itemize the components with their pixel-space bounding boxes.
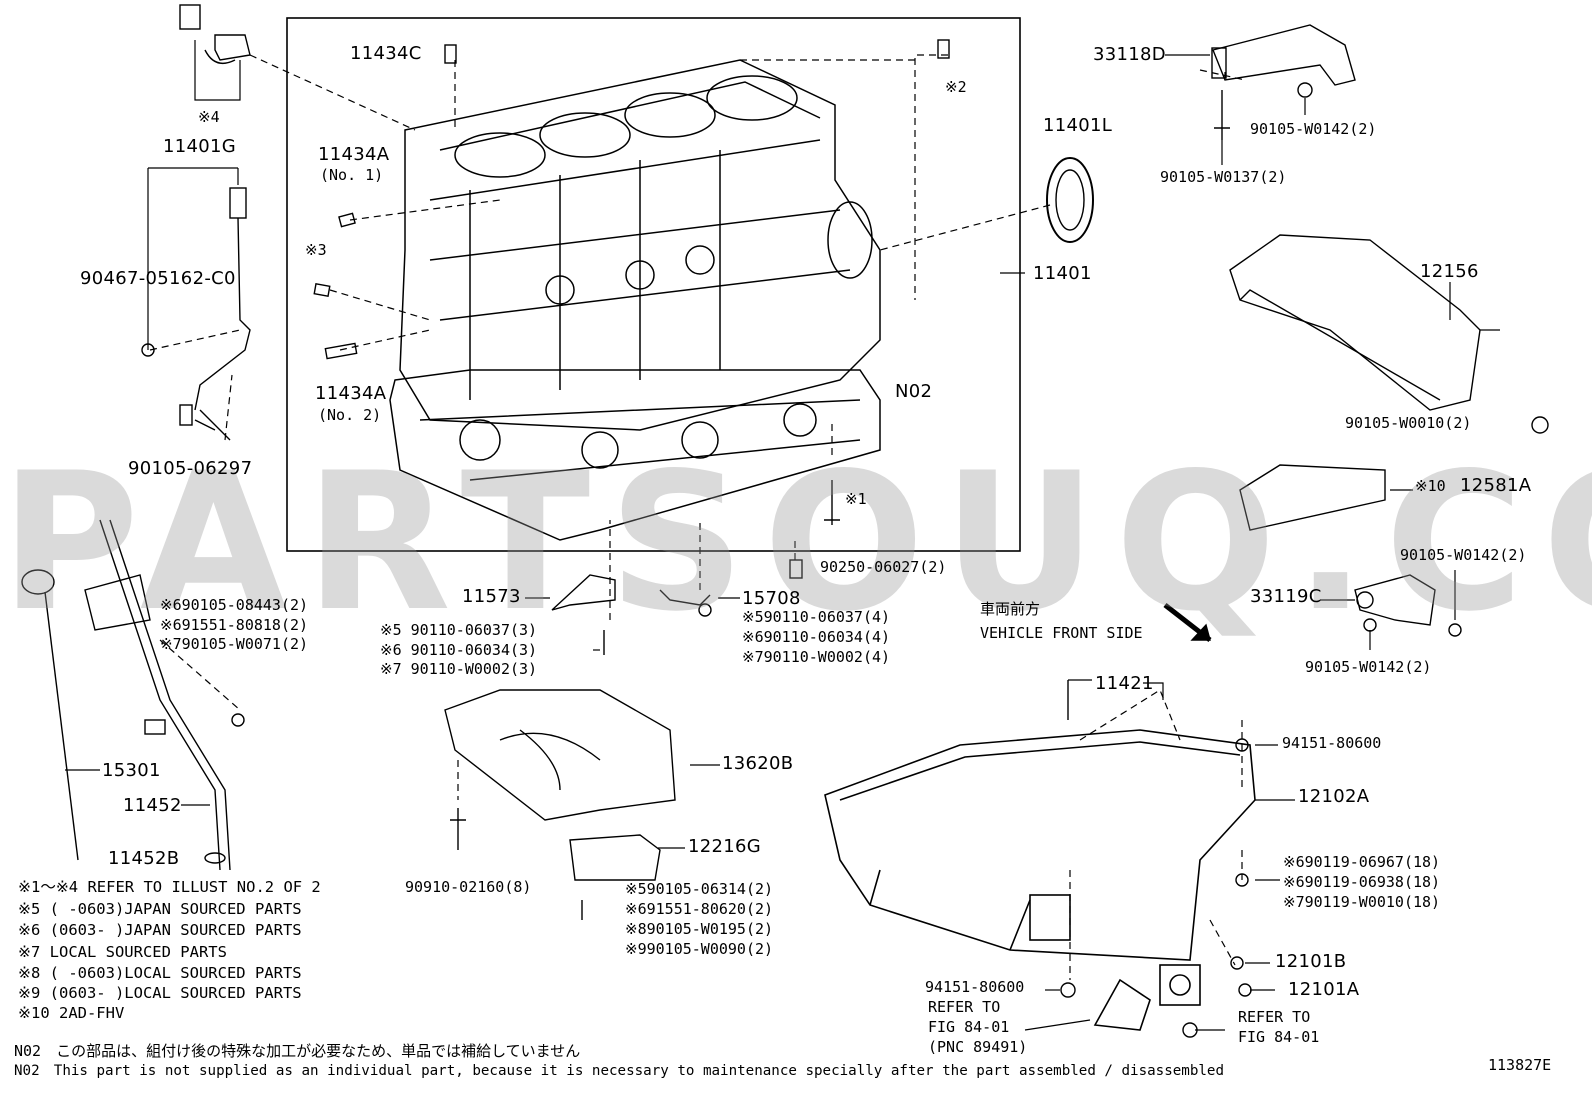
label-11573[interactable]: 11573 <box>462 586 521 607</box>
footer-note-jp: N02 この部品は、組付け後の特殊な加工が必要なため、単品では補給していません <box>14 1042 581 1060</box>
note-3: ※6 (0603- )JAPAN SOURCED PARTS <box>18 921 302 939</box>
note-1: ※1～※4 REFER TO ILLUST NO.2 OF 2 <box>18 878 321 896</box>
bolt-12216G-option-5[interactable]: ※590105-06314(2) <box>625 880 774 898</box>
oil-seal-11401L <box>1046 157 1094 243</box>
label-90105-W0142-b[interactable]: 90105-W0142(2) <box>1400 546 1527 564</box>
insulator-12581A-drawing <box>1239 464 1386 531</box>
refer-fig-84-01-b-line2[interactable]: FIG 84-01 <box>1238 1028 1320 1046</box>
refer-fig-84-01-a-line2[interactable]: FIG 84-01 <box>928 1018 1010 1036</box>
label-11421[interactable]: 11421 <box>1095 673 1154 694</box>
label-11434A-no2[interactable]: 11434A <box>315 383 387 404</box>
label-90105-W0010[interactable]: 90105-W0010(2) <box>1345 414 1472 432</box>
label-12581A[interactable]: 12581A <box>1460 475 1532 496</box>
bolt-15301-option-6a[interactable]: ※690105-08443(2) <box>160 596 309 614</box>
bolt-12216G-option-9[interactable]: ※990105-W0090(2) <box>625 940 774 958</box>
vehicle-front-en: VEHICLE FRONT SIDE <box>980 624 1143 642</box>
ref-note-2: ※2 <box>945 78 967 96</box>
refer-fig-84-01-a-line1: REFER TO <box>928 998 1001 1016</box>
bolt-11573-option-6[interactable]: ※6 90110-06034(3) <box>380 641 538 659</box>
bracket-33119C-drawing <box>1354 574 1462 637</box>
refer-fig-84-01-a-line3: (PNC 89491) <box>928 1038 1028 1056</box>
bolt-15708-option-5[interactable]: ※590110-06037(4) <box>742 608 891 626</box>
bolt-11573-option-5[interactable]: ※5 90110-06037(3) <box>380 621 538 639</box>
label-11401G[interactable]: 11401G <box>163 136 237 157</box>
note-5: ※8 ( -0603)LOCAL SOURCED PARTS <box>18 964 302 982</box>
note-4: ※7 LOCAL SOURCED PARTS <box>18 943 227 961</box>
oil-nozzle-15708-drawing <box>659 589 711 606</box>
label-90910-02160[interactable]: 90910-02160(8) <box>405 878 532 896</box>
connector-drawing <box>179 4 251 64</box>
label-N02[interactable]: N02 <box>895 381 933 402</box>
label-11434C[interactable]: 11434C <box>350 43 422 64</box>
label-15301[interactable]: 15301 <box>102 760 161 781</box>
note-2: ※5 ( -0603)JAPAN SOURCED PARTS <box>18 900 302 918</box>
label-90467-05162-C0[interactable]: 90467-05162-C0 <box>80 268 236 289</box>
cylinder-block-drawing <box>389 59 881 541</box>
baffle-11573-drawing <box>551 574 616 611</box>
figure-code: 113827E <box>1488 1056 1552 1074</box>
label-12101B[interactable]: 12101B <box>1275 951 1347 972</box>
ref-note-10: ※10 <box>1415 477 1446 495</box>
bolt-15301-option-6b[interactable]: ※691551-80818(2) <box>160 616 309 634</box>
label-11452[interactable]: 11452 <box>123 795 182 816</box>
label-11401L[interactable]: 11401L <box>1043 115 1113 136</box>
label-12156[interactable]: 12156 <box>1420 261 1479 282</box>
bracket-33118D-drawing <box>1211 24 1356 140</box>
label-13620B[interactable]: 13620B <box>722 753 794 774</box>
label-11434A-no1[interactable]: 11434A <box>318 144 390 165</box>
label-12216G[interactable]: 12216G <box>688 836 762 857</box>
label-15708[interactable]: 15708 <box>742 588 801 609</box>
ref-note-4: ※4 <box>198 108 220 126</box>
bolt-15708-option-6[interactable]: ※690110-06034(4) <box>742 628 891 646</box>
note-6: ※9 (0603- )LOCAL SOURCED PARTS <box>18 984 302 1002</box>
label-33119C[interactable]: 33119C <box>1250 586 1322 607</box>
leader-lines <box>65 40 1500 1031</box>
footer-note-en: N02 This part is not supplied as an indi… <box>14 1063 1225 1079</box>
refer-fig-84-01-b-line1: REFER TO <box>1238 1008 1311 1026</box>
label-33118D[interactable]: 33118D <box>1093 44 1166 65</box>
label-90105-W0137[interactable]: 90105-W0137(2) <box>1160 168 1287 186</box>
bolt-15708-option-7[interactable]: ※790110-W0002(4) <box>742 648 891 666</box>
bolt-12216G-option-8[interactable]: ※890105-W0195(2) <box>625 920 774 938</box>
label-12101A[interactable]: 12101A <box>1288 979 1360 1000</box>
plate-12216G-drawing <box>569 834 661 881</box>
bolt-12216G-option-6[interactable]: ※691551-80620(2) <box>625 900 774 918</box>
leader-lines-dashed <box>149 54 1246 980</box>
bolt-15301-option-7[interactable]: ※790105-W0071(2) <box>160 635 309 653</box>
label-11401[interactable]: 11401 <box>1033 263 1092 284</box>
note-7: ※10 2AD-FHV <box>18 1004 125 1022</box>
cylinder-block-frame <box>286 17 1021 552</box>
label-11452B[interactable]: 11452B <box>108 848 180 869</box>
oil-pan-12102A-drawing <box>824 729 1256 1031</box>
label-94151-80600-a[interactable]: 94151-80600 <box>1282 734 1382 752</box>
label-90105-06297[interactable]: 90105-06297 <box>128 458 253 479</box>
label-11434A-no2-sub: (No. 2) <box>318 406 382 424</box>
label-90105-W0142-c[interactable]: 90105-W0142(2) <box>1305 658 1432 676</box>
bolt-11573-option-7[interactable]: ※7 90110-W0002(3) <box>380 660 538 678</box>
label-90250-06027[interactable]: 90250-06027(2) <box>820 558 947 576</box>
bolt-12102A-option-7[interactable]: ※790119-W0010(18) <box>1283 893 1441 911</box>
knock-sensor-drawing <box>141 187 251 441</box>
dipstick-drawing <box>21 519 245 871</box>
ref-note-3: ※3 <box>305 241 327 259</box>
label-94151-80600-b[interactable]: 94151-80600 <box>925 978 1025 996</box>
label-11434A-no1-sub: (No. 1) <box>320 166 384 184</box>
cover-12156-drawing <box>1229 234 1549 434</box>
bolt-12102A-option-6b[interactable]: ※690119-06938(18) <box>1283 873 1441 891</box>
label-90105-W0142-a[interactable]: 90105-W0142(2) <box>1250 120 1377 138</box>
ref-note-1: ※1 <box>845 490 867 508</box>
oil-pump-13620B-drawing <box>444 689 676 850</box>
bolt-12102A-option-6a[interactable]: ※690119-06967(18) <box>1283 853 1441 871</box>
vehicle-front-jp: 車両前方 <box>980 600 1041 618</box>
label-12102A[interactable]: 12102A <box>1298 786 1370 807</box>
